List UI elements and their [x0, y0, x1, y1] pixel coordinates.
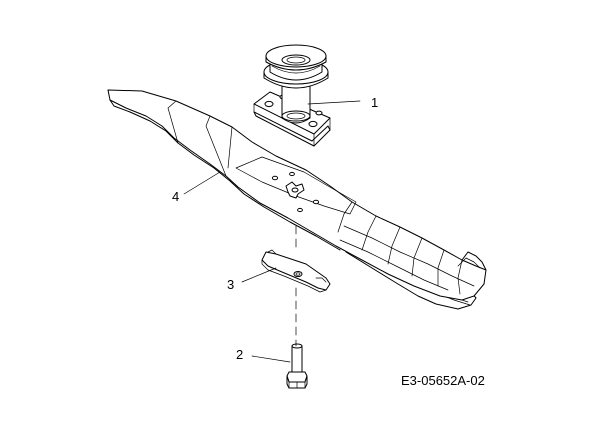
leader-line-3 [241, 267, 277, 283]
blade-bolt [286, 343, 308, 389]
leader-line-2 [251, 355, 291, 363]
callout-3: 3 [227, 277, 234, 292]
blade-adapter-pulley [253, 44, 331, 147]
callout-1: 1 [371, 95, 378, 110]
callout-4: 4 [172, 189, 179, 204]
drawing-code: E3-05652A-02 [401, 373, 485, 388]
callout-2: 2 [236, 347, 243, 362]
blade-retainer-plate [261, 249, 331, 293]
mower-blade [107, 89, 487, 310]
leader-line-1 [307, 100, 361, 105]
leader-line-4 [183, 171, 221, 195]
